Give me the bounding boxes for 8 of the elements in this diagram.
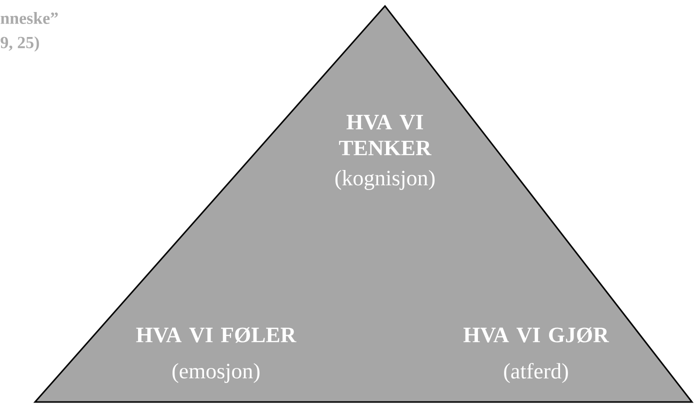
triangle-subtext: (kognisjon) (335, 170, 435, 190)
triangle-subtext: (emosjon) (172, 363, 260, 383)
triangle-subtext: (atferd) (504, 362, 568, 384)
triangle-heading: HVA VI FØLER (136, 327, 296, 343)
triangle-heading: HVA VI TENKER (339, 114, 432, 156)
note-text: 9, 25) (0, 36, 39, 52)
note-text: nneske” (0, 12, 58, 24)
triangle-heading: HVA VI GJØR (464, 327, 610, 343)
